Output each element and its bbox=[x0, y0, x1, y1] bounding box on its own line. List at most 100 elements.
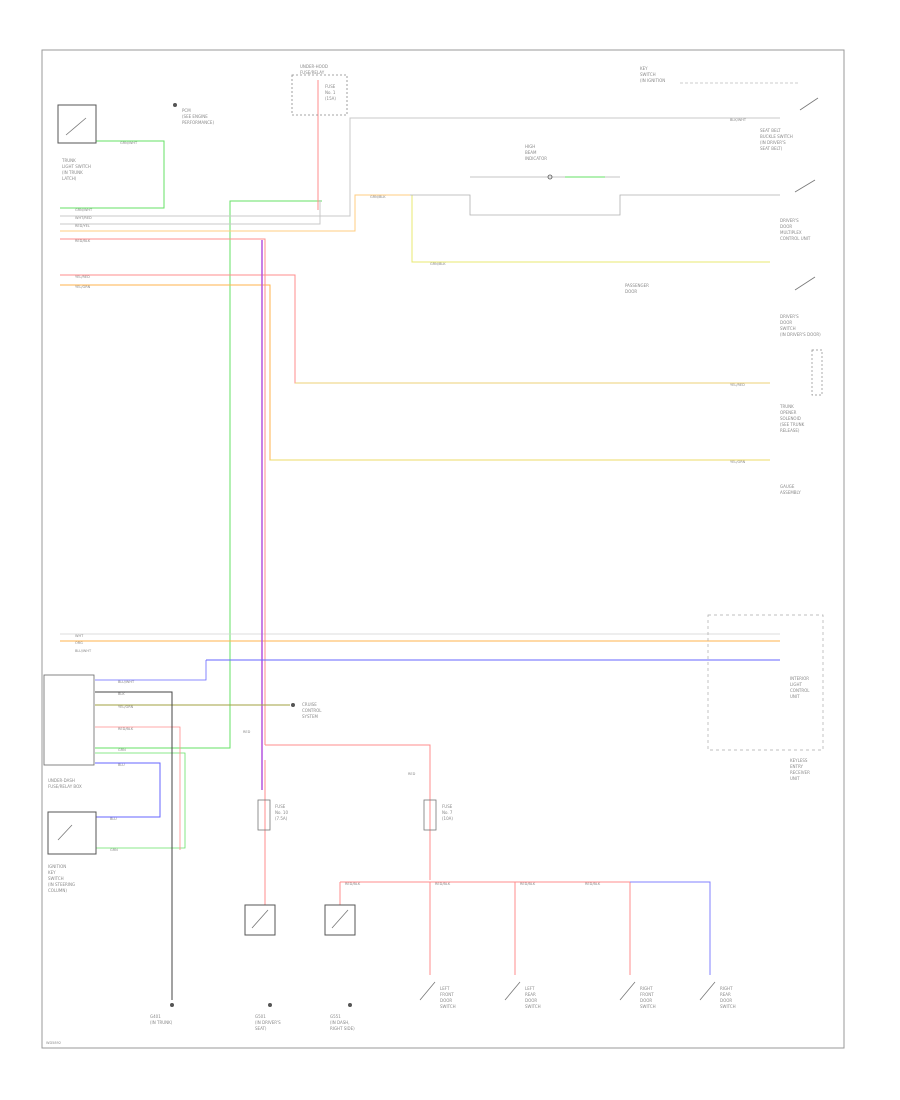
trunk-switch-blade bbox=[65, 117, 87, 136]
svg-text:G551: G551 bbox=[330, 1014, 341, 1019]
wire-label-5: RED/BLK bbox=[75, 239, 91, 243]
svg-text:DOOR: DOOR bbox=[780, 320, 792, 325]
svg-text:FUSE: FUSE bbox=[275, 804, 286, 809]
fuse-top-label: FUSE No. 1 (15A) bbox=[325, 84, 336, 101]
wire-green-trunk bbox=[60, 140, 165, 209]
svg-text:KEY: KEY bbox=[48, 870, 56, 875]
svg-text:CONTROL: CONTROL bbox=[302, 708, 322, 713]
wire-label-21: BLU bbox=[118, 763, 125, 767]
trunk-opener-label: TRUNK OPENER SOLENOID (SEE TRUNK RELEASE… bbox=[779, 404, 805, 433]
svg-text:No. 10: No. 10 bbox=[275, 810, 288, 815]
wire-gray-b bbox=[60, 200, 321, 225]
interior-unit-label: INTERIOR LIGHT CONTROL UNIT bbox=[790, 676, 810, 699]
svg-text:(SEE ENGINE: (SEE ENGINE bbox=[182, 114, 208, 119]
door-switch-rr bbox=[699, 981, 716, 1001]
svg-text:SWITCH: SWITCH bbox=[525, 1004, 541, 1009]
svg-text:UNDER-HOOD: UNDER-HOOD bbox=[300, 64, 328, 69]
passenger-switch-blade bbox=[794, 276, 816, 291]
svg-text:KEY: KEY bbox=[640, 66, 648, 71]
wire-label-26: RED/BLK bbox=[520, 882, 536, 886]
svg-text:FRONT: FRONT bbox=[640, 992, 654, 997]
svg-text:REAR: REAR bbox=[525, 992, 536, 997]
seat-switch-blade bbox=[331, 909, 349, 929]
door-rear-l-label: LEFT REAR DOOR SWITCH bbox=[525, 986, 541, 1009]
svg-text:SWITCH: SWITCH bbox=[780, 326, 796, 331]
door-switch-lf bbox=[419, 981, 436, 1001]
svg-text:OPENER: OPENER bbox=[780, 410, 797, 415]
svg-text:No. 1: No. 1 bbox=[325, 90, 336, 95]
wire-blue-b bbox=[95, 660, 207, 681]
svg-text:(IN TRUNK: (IN TRUNK bbox=[62, 170, 83, 175]
svg-text:BUCKLE SWITCH: BUCKLE SWITCH bbox=[760, 134, 793, 139]
wire-label-8: GRN/BLK bbox=[370, 195, 386, 199]
trunk-opener-box bbox=[811, 349, 823, 396]
svg-text:DOOR: DOOR bbox=[720, 998, 732, 1003]
door-front-r-label: RIGHT FRONT DOOR SWITCH bbox=[640, 986, 656, 1009]
svg-text:(IN IGNITION: (IN IGNITION bbox=[640, 78, 665, 83]
wire-label-17: BLK bbox=[118, 692, 125, 696]
wire-gray-a bbox=[60, 117, 780, 217]
svg-text:RECEIVER: RECEIVER bbox=[790, 770, 810, 775]
svg-text:RIGHT: RIGHT bbox=[640, 986, 653, 991]
wire-label-23: GRN bbox=[110, 848, 118, 852]
svg-text:(10A): (10A) bbox=[442, 816, 453, 821]
wire-label-18: YEL/GRN bbox=[118, 705, 134, 709]
fuse-left-label: FUSE No. 10 (7.5A) bbox=[275, 804, 288, 821]
svg-text:ENTRY: ENTRY bbox=[790, 764, 803, 769]
fuse-right bbox=[423, 799, 437, 831]
svg-text:DOOR: DOOR bbox=[780, 224, 792, 229]
svg-text:DRIVER'S: DRIVER'S bbox=[780, 218, 799, 223]
wire-green-main bbox=[95, 200, 322, 749]
svg-text:(7.5A): (7.5A) bbox=[275, 816, 288, 821]
svg-text:FUSE: FUSE bbox=[325, 84, 336, 89]
diagram-frame bbox=[41, 49, 845, 1049]
svg-text:DOOR: DOOR bbox=[440, 998, 452, 1003]
door-switch-rf bbox=[619, 981, 636, 1001]
svg-text:(IN DRIVER'S: (IN DRIVER'S bbox=[760, 140, 786, 145]
ignition-label: IGNITION KEY SWITCH (IN STEERING COLUMN) bbox=[48, 864, 75, 893]
dash-fuse-box bbox=[43, 674, 95, 766]
svg-text:DOOR: DOOR bbox=[640, 998, 652, 1003]
high-beam-diode bbox=[547, 174, 553, 180]
wire-label-14: ORG bbox=[75, 641, 83, 645]
svg-text:SWITCH: SWITCH bbox=[640, 72, 656, 77]
wire-label-6: YEL/RED bbox=[75, 275, 90, 279]
wire-label-12: BLK/WHT bbox=[730, 118, 747, 122]
wire-pink-top bbox=[265, 744, 431, 880]
passenger-switch-label: PASSENGER DOOR bbox=[625, 283, 649, 294]
wire-highbeam-a bbox=[410, 194, 780, 216]
svg-text:G501: G501 bbox=[255, 1014, 266, 1019]
svg-text:PASSENGER: PASSENGER bbox=[625, 283, 649, 288]
wire-blue-d bbox=[630, 881, 711, 975]
svg-text:MULTIPLEX: MULTIPLEX bbox=[780, 230, 802, 235]
svg-text:(IN DASH,: (IN DASH, bbox=[330, 1020, 350, 1025]
wire-pink-left bbox=[95, 726, 181, 850]
wire-orange-a bbox=[60, 194, 410, 232]
svg-text:RIGHT: RIGHT bbox=[720, 986, 733, 991]
footer-code: WD5892 bbox=[46, 1041, 61, 1045]
pcm-connector bbox=[173, 103, 177, 107]
cruise-connector bbox=[291, 703, 295, 707]
trunk-switch-box bbox=[57, 104, 97, 144]
wire-blue-c bbox=[95, 762, 161, 818]
wire-label-10: YEL/RED bbox=[730, 383, 745, 387]
wire-label-28: RED bbox=[243, 730, 251, 734]
high-beam-label: HIGH BEAM INDICATOR bbox=[525, 144, 547, 161]
svg-text:LIGHT SWITCH: LIGHT SWITCH bbox=[62, 164, 91, 169]
svg-text:TRUNK: TRUNK bbox=[779, 404, 794, 409]
svg-text:FUSE: FUSE bbox=[442, 804, 453, 809]
ground-trunk: G401 (IN TRUNK) bbox=[150, 1003, 174, 1025]
svg-text:COLUMN): COLUMN) bbox=[48, 888, 67, 893]
wire-label-24: RED/BLK bbox=[345, 882, 361, 886]
svg-text:RELEASE): RELEASE) bbox=[780, 428, 800, 433]
wire-label-29: RED bbox=[408, 772, 416, 776]
svg-text:SEAT BELT): SEAT BELT) bbox=[760, 146, 783, 151]
svg-text:UNIT: UNIT bbox=[790, 776, 800, 781]
fuse-right-label: FUSE No. 7 (10A) bbox=[442, 804, 453, 821]
wire-label-9: GRN/BLK bbox=[430, 262, 446, 266]
wire-yellow-a bbox=[411, 195, 770, 263]
key-switch-blade bbox=[251, 909, 269, 929]
svg-text:IGNITION: IGNITION bbox=[48, 864, 66, 869]
wire-label-25: RED/BLK bbox=[435, 882, 451, 886]
wire-label-27: RED/BLK bbox=[585, 882, 601, 886]
